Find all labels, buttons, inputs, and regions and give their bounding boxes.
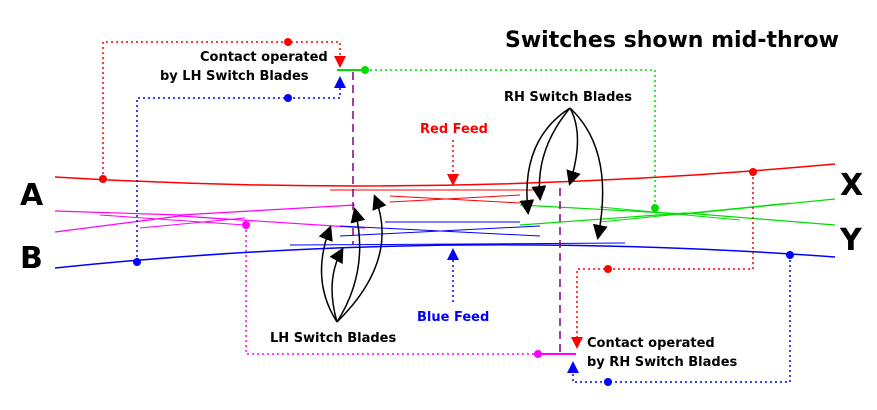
lh-blade-arrow-4 bbox=[336, 194, 387, 323]
contact-rh-line2: by RH Switch Blades bbox=[587, 355, 738, 370]
magenta-rail-lower bbox=[54, 215, 366, 233]
red-node-top bbox=[284, 38, 292, 46]
magenta-rail-upper bbox=[54, 204, 356, 216]
magenta-point-a bbox=[99, 214, 246, 226]
blue-node-b bbox=[133, 258, 141, 266]
diagram-title: Switches shown mid-throw bbox=[505, 28, 839, 53]
blue-wire-top bbox=[136, 76, 346, 262]
green-wire bbox=[365, 69, 656, 208]
red-wire-bottom bbox=[571, 172, 754, 349]
green-node-top bbox=[361, 66, 369, 74]
red-crossing-2 bbox=[389, 195, 521, 204]
label-b: B bbox=[20, 241, 43, 276]
lh-blade-arrow-2 bbox=[329, 247, 344, 323]
blue-crossing-3 bbox=[339, 225, 541, 237]
blue-wire-bottom bbox=[567, 255, 791, 383]
green-point-b bbox=[599, 202, 791, 223]
red-node-a bbox=[99, 175, 107, 183]
green-rail-lower bbox=[519, 198, 836, 215]
contact-lh-line2: by LH Switch Blades bbox=[160, 69, 309, 84]
red-wire-top bbox=[102, 41, 346, 179]
magenta-node-bottom bbox=[534, 350, 542, 358]
rh-blade-arrow-4 bbox=[569, 107, 608, 240]
red-rail-a-x bbox=[54, 163, 836, 187]
label-x: X bbox=[840, 168, 863, 203]
label-a: A bbox=[20, 178, 44, 213]
blue-node-bottom bbox=[604, 378, 612, 386]
blue-feed-label: Blue Feed bbox=[417, 310, 489, 325]
red-feed-label: Red Feed bbox=[420, 122, 488, 137]
label-y: Y bbox=[839, 223, 863, 258]
contact-rh-line1: Contact operated bbox=[587, 336, 715, 351]
magenta-node-rail bbox=[242, 221, 250, 229]
blue-rail-b-y bbox=[54, 244, 836, 269]
rh-blade-arrow-1 bbox=[519, 107, 571, 215]
rh-blade-arrow-3 bbox=[566, 107, 581, 186]
rh-blades-label: RH Switch Blades bbox=[504, 90, 632, 105]
green-rail-upper bbox=[519, 212, 836, 226]
blue-node-top bbox=[284, 94, 292, 102]
red-node-bottom bbox=[604, 265, 612, 273]
green-point-a bbox=[599, 206, 741, 221]
lh-blade-arrow-3 bbox=[336, 207, 366, 323]
red-crossing-3 bbox=[389, 194, 521, 203]
rh-blade-arrow-2 bbox=[531, 107, 571, 201]
blue-crossing-1 bbox=[289, 242, 626, 246]
green-node-rail bbox=[651, 204, 659, 212]
magenta-point-b bbox=[139, 217, 246, 229]
contact-lh-line1: Contact operated bbox=[200, 50, 328, 65]
blue-node-y bbox=[786, 251, 794, 259]
red-node-x bbox=[749, 168, 757, 176]
lh-blade-arrow-1 bbox=[318, 225, 338, 323]
lh-blades-label: LH Switch Blades bbox=[270, 331, 396, 346]
